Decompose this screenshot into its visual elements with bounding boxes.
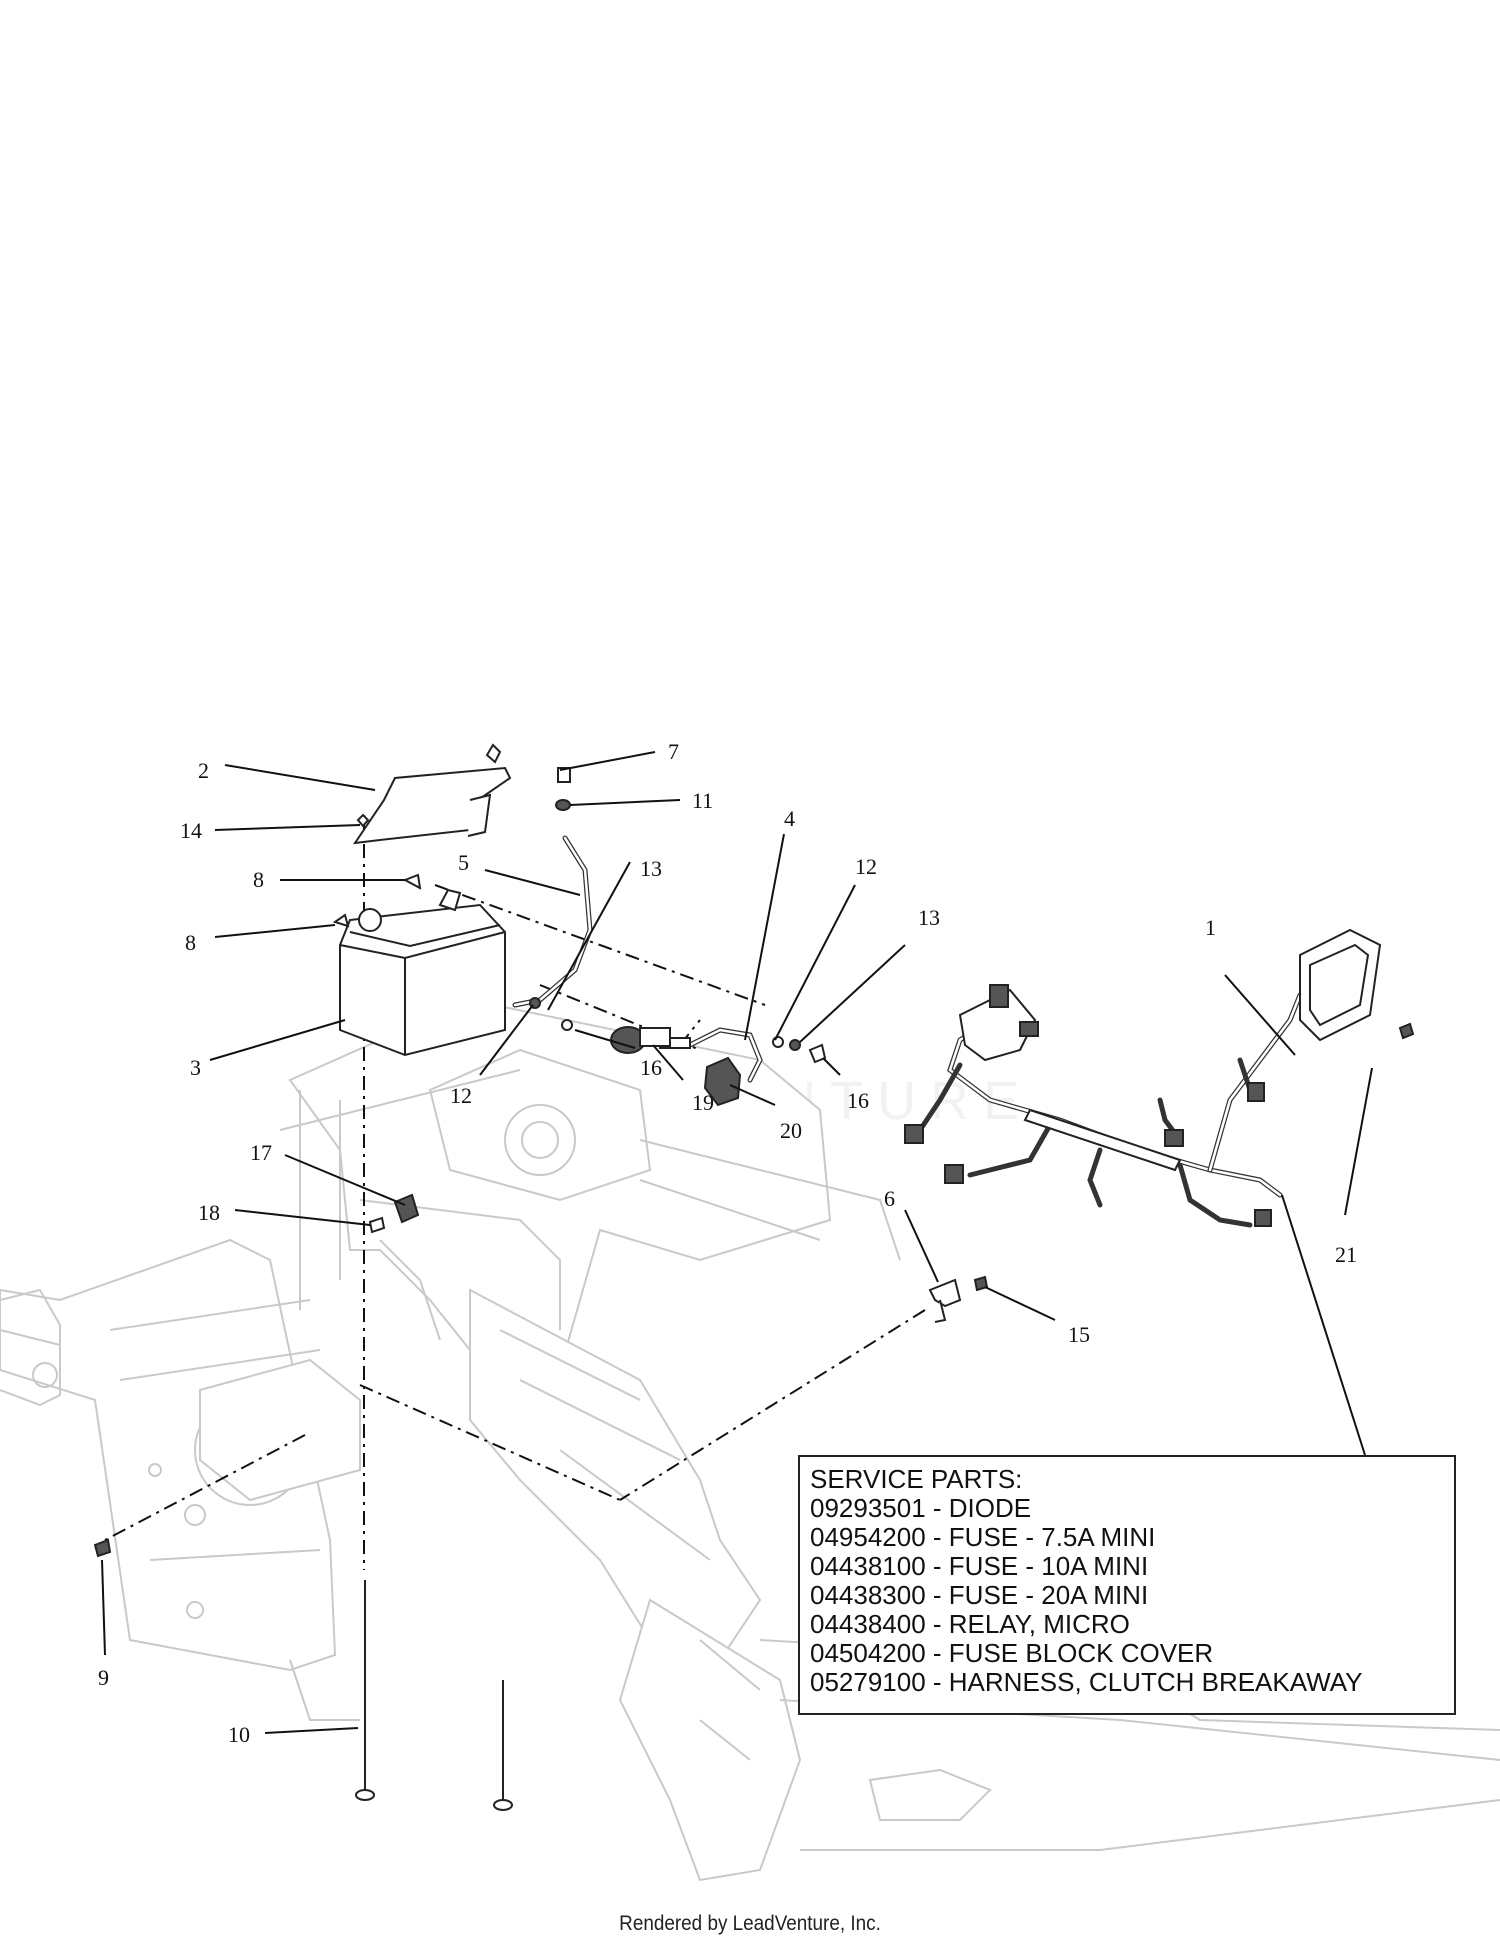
hardware bbox=[332, 813, 827, 1064]
relay bbox=[703, 1056, 742, 1107]
callout-5: 5 bbox=[458, 850, 469, 875]
callout-12-upper: 12 bbox=[855, 854, 877, 879]
bracket-switch bbox=[928, 1275, 989, 1323]
hold-down-bracket bbox=[352, 743, 512, 845]
battery bbox=[339, 888, 506, 1057]
bolts bbox=[93, 1538, 513, 1811]
service-part-item: 04954200 - FUSE - 7.5A MINI bbox=[810, 1522, 1156, 1552]
service-part-item: 04504200 - FUSE BLOCK COVER bbox=[810, 1638, 1214, 1668]
callout-12-lower: 12 bbox=[450, 1083, 472, 1108]
callout-18: 18 bbox=[198, 1200, 220, 1225]
service-part-item: 04438400 - RELAY, MICRO bbox=[810, 1609, 1130, 1639]
service-parts-title: SERVICE PARTS: bbox=[810, 1464, 1023, 1494]
callout-13-right: 13 bbox=[918, 905, 940, 930]
callout-14: 14 bbox=[180, 818, 202, 843]
callout-7: 7 bbox=[668, 739, 679, 764]
service-part-item: 04438100 - FUSE - 10A MINI bbox=[810, 1551, 1149, 1581]
service-part-item: 04438300 - FUSE - 20A MINI bbox=[810, 1580, 1149, 1610]
callout-21: 21 bbox=[1335, 1242, 1357, 1267]
callout-3: 3 bbox=[190, 1055, 201, 1080]
callout-13-left: 13 bbox=[640, 856, 662, 881]
callout-17: 17 bbox=[250, 1140, 272, 1165]
callout-16-right: 16 bbox=[847, 1088, 869, 1113]
service-part-item: 09293501 - DIODE bbox=[810, 1493, 1032, 1523]
leader-lines bbox=[101, 751, 1373, 1734]
switch bbox=[368, 1193, 420, 1234]
callout-8-lower: 8 bbox=[185, 930, 196, 955]
service-parts-box: SERVICE PARTS: 09293501 - DIODE 04954200… bbox=[798, 1455, 1456, 1715]
callout-6: 6 bbox=[884, 1186, 895, 1211]
callout-11: 11 bbox=[692, 788, 713, 813]
callout-10: 10 bbox=[228, 1722, 250, 1747]
callout-2: 2 bbox=[198, 758, 209, 783]
footer-credit: Rendered by LeadVenture, Inc. bbox=[619, 1912, 881, 1935]
callout-16-left: 16 bbox=[640, 1055, 662, 1080]
mower-frame-ghost bbox=[0, 998, 1500, 1882]
callout-15: 15 bbox=[1068, 1322, 1090, 1347]
wiring-harness bbox=[904, 928, 1415, 1228]
service-part-item: 05279100 - HARNESS, CLUTCH BREAKAWAY bbox=[810, 1667, 1363, 1697]
callout-4: 4 bbox=[784, 806, 795, 831]
callout-20: 20 bbox=[780, 1118, 802, 1143]
callout-19: 19 bbox=[692, 1090, 714, 1115]
battery-cable-positive bbox=[512, 767, 593, 1008]
callout-labels: 2 14 5 8 8 3 7 11 4 12 13 13 16 16 12 19… bbox=[98, 739, 1357, 1747]
battery-cable-negative bbox=[659, 1027, 763, 1083]
callout-8-upper: 8 bbox=[253, 867, 264, 892]
callout-9: 9 bbox=[98, 1665, 109, 1690]
callout-1: 1 bbox=[1205, 915, 1216, 940]
